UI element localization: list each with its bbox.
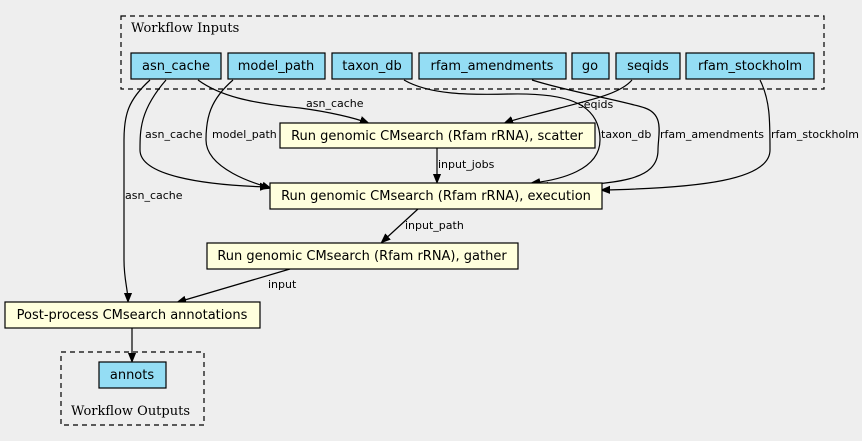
edge-label-asn-cache-execution: asn_cache	[145, 128, 203, 141]
edge-label-rfam-amendments-execution: rfam_amendments	[660, 128, 764, 141]
input-node-rfam-amendments[interactable]: rfam_amendments	[418, 52, 567, 80]
input-nodes: asn_cache model_path taxon_db rfam_amend…	[130, 52, 815, 80]
step-node-gather[interactable]: Run genomic CMsearch (Rfam rRNA), gather	[206, 242, 519, 270]
step-nodes: Run genomic CMsearch (Rfam rRNA), scatte…	[4, 122, 603, 329]
input-node-seqids[interactable]: seqids	[615, 52, 681, 80]
step-label-scatter: Run genomic CMsearch (Rfam rRNA), scatte…	[291, 129, 584, 144]
input-node-taxon-db[interactable]: taxon_db	[331, 52, 413, 80]
step-label-postprocess: Post-process CMsearch annotations	[17, 308, 248, 323]
edge-rfam-amendments-to-execution	[531, 79, 660, 186]
input-node-rfam-stockholm[interactable]: rfam_stockholm	[685, 52, 815, 80]
workflow-outputs-cluster: Workflow Outputs	[60, 351, 205, 426]
edge-asn-cache-to-scatter	[197, 79, 368, 123]
input-node-model-path[interactable]: model_path	[227, 52, 326, 80]
edge-model-path-to-execution	[205, 79, 270, 188]
step-label-execution: Run genomic CMsearch (Rfam rRNA), execut…	[281, 189, 591, 204]
edge-label-asn-cache-postprocess: asn_cache	[125, 189, 183, 202]
edge-label-seqids-scatter: seqids	[578, 98, 614, 111]
edge-execution-to-gather	[382, 208, 419, 242]
input-label-rfam-amendments: rfam_amendments	[431, 59, 554, 74]
workflow-inputs-label: Workflow Inputs	[131, 21, 239, 36]
input-node-go[interactable]: go	[571, 52, 610, 80]
step-node-scatter[interactable]: Run genomic CMsearch (Rfam rRNA), scatte…	[279, 122, 596, 149]
edge-asn-cache-to-execution	[139, 79, 268, 187]
output-label-annots: annots	[110, 368, 154, 383]
edge-label-rfam-stockholm-execution: rfam_stockholm	[771, 128, 859, 141]
input-label-go: go	[582, 59, 598, 74]
edge-seqids-to-scatter	[505, 79, 633, 123]
output-node-annots[interactable]: annots	[98, 361, 167, 389]
input-label-model-path: model_path	[238, 59, 315, 74]
edge-label-asn-cache-scatter: asn_cache	[306, 97, 364, 110]
input-label-rfam-stockholm: rfam_stockholm	[698, 59, 802, 74]
edge-label-model-path-execution: model_path	[212, 128, 277, 141]
edge-gather-to-postprocess	[178, 268, 291, 302]
edges: asn_cache seqids asn_cache model_path in…	[123, 79, 859, 361]
edge-label-taxon-db-execution: taxon_db	[601, 128, 651, 141]
input-label-seqids: seqids	[627, 59, 669, 74]
workflow-inputs-cluster: Workflow Inputs	[120, 15, 825, 90]
step-label-gather: Run genomic CMsearch (Rfam rRNA), gather	[217, 249, 507, 264]
input-label-taxon-db: taxon_db	[342, 59, 402, 74]
edge-taxon-db-to-execution	[403, 79, 601, 183]
input-label-asn-cache: asn_cache	[142, 59, 210, 74]
step-node-execution[interactable]: Run genomic CMsearch (Rfam rRNA), execut…	[269, 182, 603, 210]
edge-rfam-stockholm-to-execution	[602, 79, 771, 190]
step-node-postprocess[interactable]: Post-process CMsearch annotations	[4, 301, 261, 329]
input-node-asn-cache[interactable]: asn_cache	[130, 52, 222, 80]
edge-label-input-path: input_path	[405, 219, 464, 232]
edge-label-input-jobs: input_jobs	[438, 158, 495, 171]
edge-label-input: input	[268, 278, 297, 291]
edge-asn-cache-to-postprocess	[123, 79, 151, 301]
workflow-outputs-label: Workflow Outputs	[71, 404, 190, 419]
